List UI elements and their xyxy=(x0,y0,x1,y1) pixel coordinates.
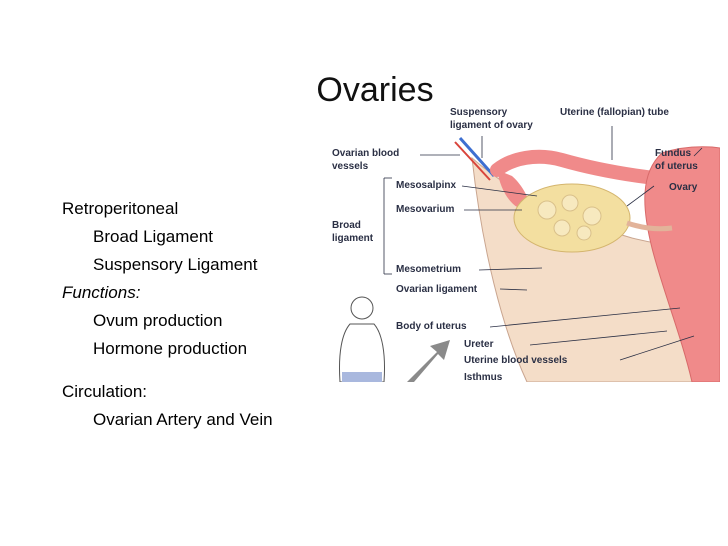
pointer-arrow-icon xyxy=(407,340,450,382)
label-ureter: Ureter xyxy=(464,339,494,350)
label-mesosalpinx: Mesosalpinx xyxy=(396,180,456,191)
label-fundus-1: Fundus xyxy=(655,148,692,159)
label-isthmus: Isthmus xyxy=(464,372,503,382)
leader-lines xyxy=(383,126,703,361)
label-ovarian-ligament: Ovarian ligament xyxy=(396,284,478,295)
ovary-shape xyxy=(513,183,631,253)
ovarian-artery-shape xyxy=(454,141,491,181)
ovarian-ligament-shape xyxy=(626,220,673,232)
label-mesovarium: Mesovarium xyxy=(396,204,454,215)
label-uterine-blood-vessels: Uterine blood vessels xyxy=(464,355,568,366)
label-suspensory-ligament-2: ligament of ovary xyxy=(450,120,533,131)
slide-title: Ovaries xyxy=(316,71,434,102)
label-mesometrium: Mesometrium xyxy=(396,264,461,275)
ovarian-vessels-shape xyxy=(458,136,496,178)
circulation-heading: Circulation: xyxy=(62,382,148,401)
label-broad-ligament-1: Broad xyxy=(332,220,361,231)
label-ovarian-vessels-1: Ovarian blood xyxy=(332,148,399,159)
label-uterine-tube: Uterine (fallopian) tube xyxy=(560,107,669,118)
follicle-shape xyxy=(582,206,602,226)
body-silhouette-icon xyxy=(339,296,385,382)
ovary-anatomy-figure: Suspensory ligament of ovary Uterine (fa… xyxy=(322,98,720,382)
label-ovarian-vessels-2: vessels xyxy=(332,161,369,172)
follicle-shape xyxy=(537,200,557,220)
label-body-of-uterus: Body of uterus xyxy=(396,321,467,332)
pelvis-highlight-shape xyxy=(342,372,382,382)
anatomy-diagram: Suspensory ligament of ovary Uterine (fa… xyxy=(332,107,720,382)
follicle-shape xyxy=(561,194,579,212)
ovarian-artery-vein-text: Ovarian Artery and Vein xyxy=(93,410,273,429)
hormone-production-text: Hormone production xyxy=(93,339,248,358)
label-ovary: Ovary xyxy=(669,182,698,193)
follicle-shape xyxy=(553,219,571,237)
ovum-production-text: Ovum production xyxy=(93,311,223,330)
broad-ligament-text: Broad Ligament xyxy=(93,227,214,246)
label-suspensory-ligament-1: Suspensory xyxy=(450,107,508,118)
follicle-shape xyxy=(576,225,592,241)
suspensory-ligament-text: Suspensory Ligament xyxy=(93,255,258,274)
body-text: Retroperitoneal Broad Ligament Suspensor… xyxy=(62,195,273,434)
label-broad-ligament-2: ligament xyxy=(332,233,374,244)
label-fundus-2: of uterus xyxy=(655,161,698,172)
retroperitoneal-text: Retroperitoneal xyxy=(62,199,179,218)
functions-heading: Functions: xyxy=(62,283,141,302)
